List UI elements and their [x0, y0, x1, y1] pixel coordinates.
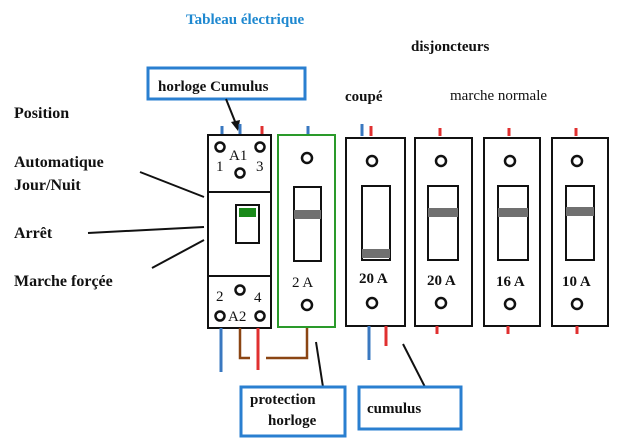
- breaker-toggle[interactable]: [294, 210, 321, 219]
- pointer-line-forced: [151, 239, 205, 269]
- cumulus-pointer: [402, 343, 426, 388]
- state-normal-label: marche normale: [450, 88, 547, 104]
- terminal-a2: A2: [228, 309, 246, 325]
- stop-label: Arrêt: [14, 225, 53, 242]
- auto-label-line1: Automatique: [14, 154, 104, 171]
- breaker-toggle[interactable]: [498, 208, 528, 217]
- position-label: Position: [14, 105, 69, 122]
- clock-box: horloge Cumulus: [146, 66, 307, 101]
- terminal-2: 2: [216, 289, 224, 305]
- contactor: A1 1 3 2 4 A2: [207, 134, 272, 329]
- pointer-line-stop: [87, 226, 205, 234]
- protection-pointer: [315, 341, 324, 388]
- protection-label-line2: horloge: [268, 413, 317, 429]
- auto-label-line2: Jour/Nuit: [14, 177, 81, 194]
- pointer-line-auto: [139, 171, 205, 198]
- breakers-header: disjoncteurs: [411, 39, 489, 55]
- breaker-20a-cut: 20 A: [345, 137, 406, 327]
- breaker-toggle[interactable]: [428, 208, 458, 217]
- breaker-rating: 20 A: [359, 271, 388, 287]
- breaker-16a: 16 A: [483, 137, 541, 327]
- breaker-rating: 2 A: [292, 275, 313, 291]
- breaker-rating: 20 A: [427, 273, 456, 289]
- breaker-2a: 2 A: [292, 151, 322, 312]
- breaker-10a: 10 A: [551, 137, 609, 327]
- terminal-4: 4: [254, 290, 262, 306]
- wire-brown-loop-1: [238, 328, 250, 360]
- breaker-toggle[interactable]: [566, 207, 594, 216]
- terminal-a1: A1: [229, 148, 247, 164]
- terminal-1: 1: [216, 159, 224, 175]
- state-cut-label: coupé: [345, 89, 383, 105]
- breaker-toggle[interactable]: [362, 249, 390, 258]
- breaker-rating: 16 A: [496, 274, 525, 290]
- clock-box-label: horloge Cumulus: [158, 79, 269, 95]
- clock-box-arrow: [225, 98, 240, 131]
- wire-brown-loop-2: [266, 328, 309, 360]
- panel-title: Tableau électrique: [186, 12, 305, 28]
- cumulus-label: cumulus: [367, 401, 421, 417]
- protection-box: protection horloge: [239, 385, 347, 438]
- protection-label-line1: protection: [250, 392, 316, 408]
- protection-frame: [277, 134, 336, 328]
- forced-label: Marche forçée: [14, 273, 113, 290]
- cumulus-box: cumulus: [357, 385, 463, 431]
- breaker-20a: 20 A: [414, 137, 473, 327]
- terminal-3: 3: [256, 159, 264, 175]
- breaker-rating: 10 A: [562, 274, 591, 290]
- mode-selector-indicator: [239, 208, 256, 217]
